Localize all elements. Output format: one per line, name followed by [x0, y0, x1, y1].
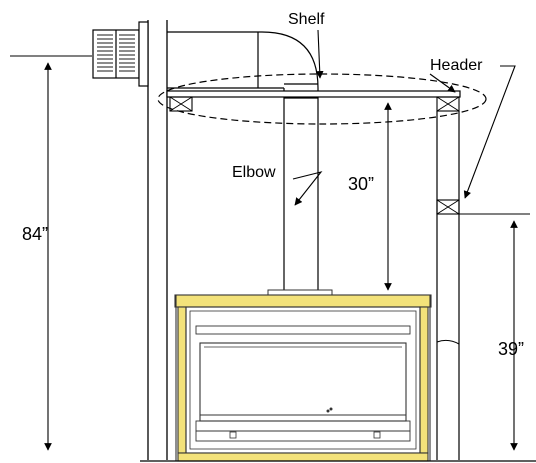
side-post: [436, 111, 460, 460]
vent-pipe: [167, 31, 319, 292]
wall: [147, 20, 168, 460]
dimension-84: [10, 55, 92, 451]
vent-cap-icon: [92, 21, 149, 87]
header-beam: [166, 90, 461, 112]
elbow-label: Elbow: [232, 164, 276, 181]
header-leader: [463, 65, 516, 199]
dimension-39-label: 39”: [498, 339, 524, 359]
dimension-30-label: 30”: [348, 174, 374, 194]
elbow-leader: [292, 171, 323, 206]
header-label: Header: [430, 57, 483, 74]
fireplace-unit: [174, 289, 432, 462]
dimension-39: [459, 213, 530, 451]
shelf-label: Shelf: [288, 11, 325, 28]
dimension-84-label: 84”: [22, 224, 48, 244]
shelf-leader: [315, 29, 324, 79]
header-leader-2: [429, 73, 456, 93]
